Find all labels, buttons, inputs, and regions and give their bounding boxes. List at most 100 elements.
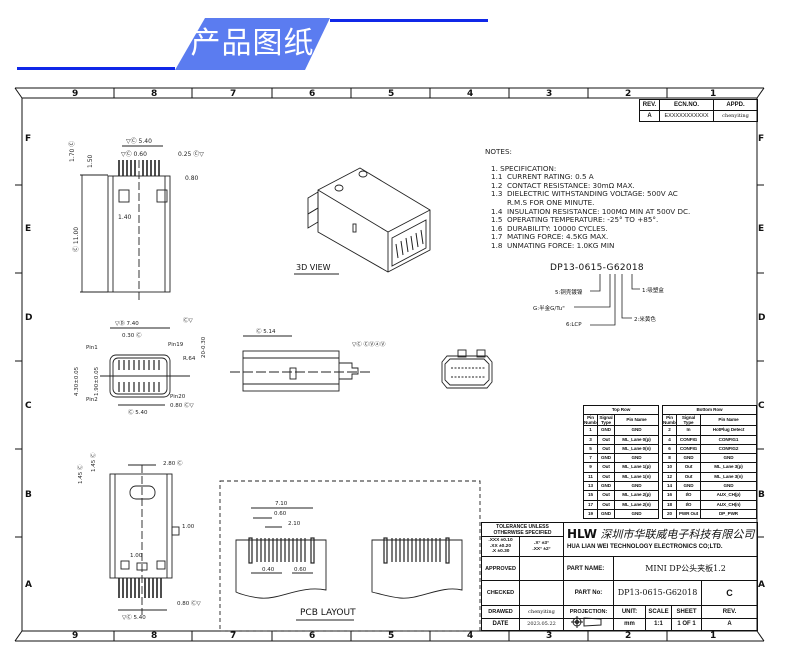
projection-label: PROJECTION: xyxy=(563,604,614,619)
top-pin-number: 11 xyxy=(583,471,598,483)
top-signal-type: Out xyxy=(597,434,615,445)
approved-label: APPROVED xyxy=(481,556,520,582)
label-pin20: Pin20 xyxy=(170,394,186,400)
zone-row-left-a: A xyxy=(25,580,32,590)
top-pin-name: GND xyxy=(614,425,659,436)
note-line: R.M.S FOR ONE MINUTE. xyxy=(491,197,595,207)
part-code-callout-color: 2:米黄色 xyxy=(634,317,656,323)
view-label-pcb: PCB LAYOUT xyxy=(300,608,356,618)
bottom-pin-number: 8 xyxy=(662,453,677,464)
drawed-label: DRAWED xyxy=(481,604,520,619)
size-code: C xyxy=(700,580,759,606)
bottom-pin-name: AUX_CH(p) xyxy=(700,490,757,501)
top-pin-number: 9 xyxy=(583,462,598,473)
dim-top-11-00: Ⓒ 11.00 xyxy=(72,227,80,252)
bottom-pin-name: CONFIG1 xyxy=(700,434,757,445)
pin-table: Top Row Bottom Row Pin Number Signal Typ… xyxy=(583,404,757,520)
rev-value-block: A xyxy=(700,617,759,632)
zone-col-top-5: 5 xyxy=(388,89,395,99)
dim-bottom-2-80: 2.80 Ⓒ xyxy=(163,459,183,467)
3d-view-drawing xyxy=(294,167,431,275)
banner: 产品图纸 xyxy=(175,18,330,70)
bottom-signal-type: Out xyxy=(676,462,701,473)
tolerance-angular: .X° ±3°.XX° ±2° xyxy=(519,536,564,558)
zone-col-top-3: 3 xyxy=(546,89,553,99)
zone-col-bottom-5: 5 xyxy=(388,631,395,641)
zone-row-right-f: F xyxy=(758,134,765,144)
dim-front-r64: R.64 xyxy=(183,356,196,362)
bottom-pin-number: 16 xyxy=(662,490,677,501)
dim-side-5-14: Ⓒ 5.14 xyxy=(256,327,276,335)
banner-line-left xyxy=(17,67,175,70)
zone-row-left-c: C xyxy=(25,401,32,411)
banner-shape xyxy=(175,18,330,70)
zone-row-right-b: B xyxy=(758,490,765,500)
part-code-callout-packing: 1:吸塑盒 xyxy=(642,288,664,294)
zone-col-bottom-7: 7 xyxy=(230,631,237,641)
zone-col-bottom-3: 3 xyxy=(546,631,553,641)
dim-front-4-30: 4.30±0.05 xyxy=(74,366,80,396)
sheet-value: 1 OF 1 xyxy=(671,617,702,632)
dim-front-datum: Ⓒ▽ xyxy=(183,316,194,324)
company-block: HLW 深圳市华联威电子科技有限公司 HUA LIAN WEI TECHNOLO… xyxy=(562,521,759,558)
part-code-leaders xyxy=(574,274,640,326)
appd-header: APPD. xyxy=(713,99,758,111)
top-pin-name: GND xyxy=(614,481,659,492)
top-signal-type: Out xyxy=(597,490,615,501)
header-pin-number: Pin Number xyxy=(583,414,598,427)
rev-label: REV. xyxy=(700,604,759,619)
rev-header: REV. xyxy=(639,99,660,111)
dim-pcb-7-10: 7.10 xyxy=(275,501,288,507)
top-pin-number: 15 xyxy=(583,490,598,501)
pin-table-bottom-title: Bottom Row xyxy=(662,404,757,416)
date-value: 2023.05.22 xyxy=(519,617,564,632)
bottom-signal-type: I/O xyxy=(676,490,701,501)
top-signal-type: GND xyxy=(597,508,615,520)
front-view xyxy=(100,327,190,406)
tolerance-x: .X ±0.30 xyxy=(491,549,510,555)
top-pin-name: ML_Lane 2(p) xyxy=(614,490,659,501)
bottom-pin-number: 10 xyxy=(662,462,677,473)
dim-front-0-80: 0.80 Ⓒ▽ xyxy=(170,401,194,409)
part-code-callout-plating: G:半金G/Tu" xyxy=(533,306,565,312)
zone-row-right-a: A xyxy=(758,580,765,590)
zone-col-bottom-2: 2 xyxy=(625,631,632,641)
bottom-pin-name: GND xyxy=(700,453,757,464)
bottom-pin-name: GND xyxy=(700,481,757,492)
bottom-pin-name: ML_Lane 3(n) xyxy=(700,471,757,483)
note-line: 1.2 CONTACT RESISTANCE: 30mΩ MAX. xyxy=(491,180,635,190)
dim-bottom-1-00b: 1.00 xyxy=(130,553,143,559)
zone-col-bottom-1: 1 xyxy=(710,631,717,641)
top-pin-name: ML_Lane 2(n) xyxy=(614,499,659,510)
top-signal-type: Out xyxy=(597,471,615,483)
bottom-view xyxy=(109,464,180,615)
dim-front-20-0-30: 20-0.30 xyxy=(201,336,207,358)
bottom-pin-number: 2 xyxy=(662,425,677,436)
pcb-layout-drawing xyxy=(219,480,481,632)
zone-row-right-e: E xyxy=(758,224,765,234)
scale-value: 1:1 xyxy=(645,617,672,632)
dim-top-1-40: 1.40 xyxy=(118,214,132,221)
revision-table: REV. ECN.NO. APPD. A EXXXXXXXXXXX chenyi… xyxy=(639,99,758,122)
dim-bottom-1-45b: 1.45 Ⓒ xyxy=(76,464,84,484)
zone-col-bottom-4: 4 xyxy=(467,631,474,641)
dim-top-0-80: 0.80 xyxy=(185,175,199,182)
dim-front-7-40: ▽Ⓓ 7.40 xyxy=(115,319,139,327)
pin-table-top-title: Top Row xyxy=(583,404,659,416)
bottom-pin-number: 18 xyxy=(662,499,677,510)
tolerance-xxx: .XXX ±0.10 xyxy=(488,538,513,544)
top-pin-name: ML_Lane 0(p) xyxy=(614,434,659,445)
zone-col-top-1: 1 xyxy=(710,89,717,99)
zone-col-top-7: 7 xyxy=(230,89,237,99)
top-pin-name: GND xyxy=(614,453,659,464)
top-pin-number: 3 xyxy=(583,434,598,445)
dim-front-5-40: Ⓒ 5.40 xyxy=(128,408,148,416)
unit-value: mm xyxy=(613,617,646,632)
dim-top-1-70: 1.70 Ⓒ xyxy=(68,141,76,162)
date-label: DATE xyxy=(481,617,520,632)
top-signal-type: GND xyxy=(597,425,615,436)
approved-value xyxy=(519,556,564,582)
zone-row-left-f: F xyxy=(25,134,32,144)
